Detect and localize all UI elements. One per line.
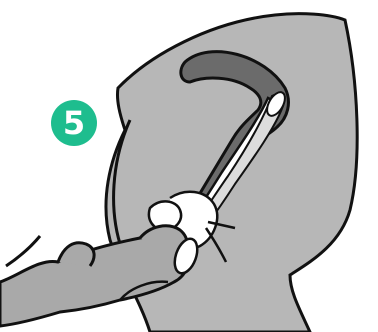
step-number-label: 5 [63, 107, 85, 139]
forearm-line [6, 236, 40, 266]
step-number-badge: 5 [51, 100, 97, 146]
hand-thumb [58, 243, 94, 266]
